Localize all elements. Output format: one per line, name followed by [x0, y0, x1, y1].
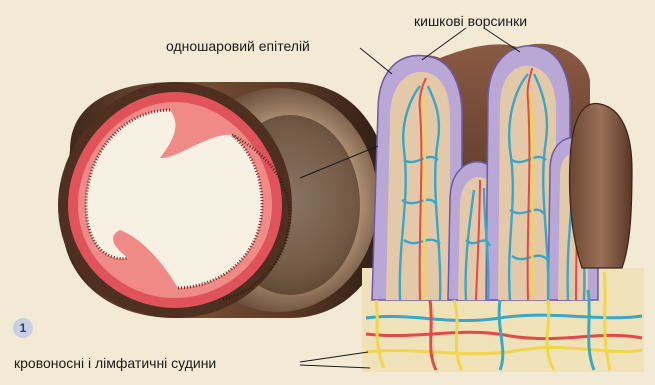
- epithelium-label: одношаровий епітелій: [166, 39, 310, 53]
- villi-section: [362, 44, 644, 372]
- intestine-tube: [58, 82, 390, 318]
- vessels-label: кровоносні і лімфатичні судини: [14, 356, 216, 370]
- figure-number-badge: 1: [13, 318, 33, 338]
- villi-label: кишкові ворсинки: [414, 14, 527, 28]
